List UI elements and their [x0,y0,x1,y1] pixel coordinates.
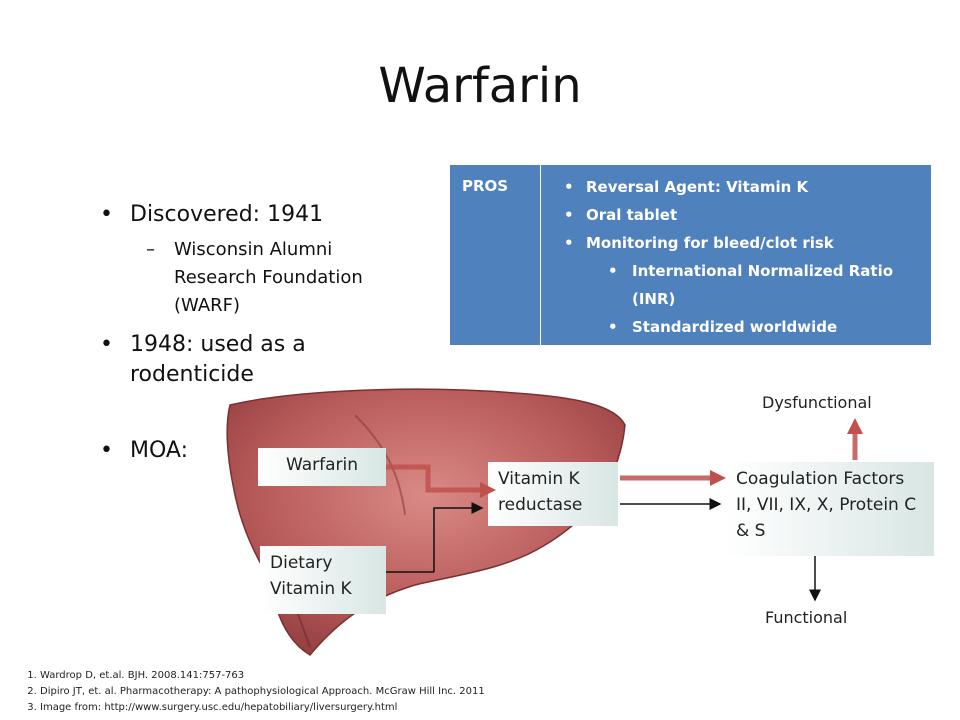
bullet-list: Discovered: 1941 Wisconsin Alumni Resear… [100,200,400,472]
inhibition-arrowhead [480,482,496,498]
inhibition-arrow [386,464,482,493]
bullet-rodenticide: 1948: used as a rodenticide [100,330,400,390]
dietary-arrow [433,502,484,572]
liver-ligament [354,414,406,516]
dietary-vitamin-k-box: Dietary Vitamin K [260,546,386,614]
slide-title: Warfarin [378,58,582,114]
warfarin-box: Warfarin [258,448,386,486]
reference-item: Wardrop D, et.al. BJH. 2008.141:757-763 [40,668,485,684]
pros-item: Monitoring for bleed/clot risk [560,229,932,257]
dysfunctional-label: Dysfunctional [762,393,872,412]
red-arrowhead-coagulation [710,470,726,486]
pros-table: PROS Reversal Agent: Vitamin K Oral tabl… [450,165,931,345]
reference-item: Image from: http://www.surgery.usc.edu/h… [40,700,485,716]
vitamin-k-reductase-box: Vitamin K reductase [488,462,618,526]
sub-bullet-warf: Wisconsin Alumni Research Foundation (WA… [100,236,400,320]
dysfunctional-arrowhead [847,418,863,434]
pros-label: PROS [462,177,509,195]
pros-subitem: Standardized worldwide [560,313,932,341]
functional-label: Functional [765,608,848,627]
references: Wardrop D, et.al. BJH. 2008.141:757-763 … [20,668,485,716]
coagulation-factors-box: Coagulation Factors II, VII, IX, X, Prot… [726,462,934,556]
pros-item: Oral tablet [560,201,932,229]
pros-item: Reversal Agent: Vitamin K [560,173,932,201]
bullet-discovered: Discovered: 1941 [100,200,400,230]
pros-list: Reversal Agent: Vitamin K Oral tablet Mo… [560,173,932,341]
bullet-moa: MOA: [100,436,400,466]
pros-divider [540,165,541,345]
reference-item: Dipiro JT, et. al. Pharmacotherapy: A pa… [40,684,485,700]
pros-subitem: International Normalized Ratio (INR) [560,257,932,313]
